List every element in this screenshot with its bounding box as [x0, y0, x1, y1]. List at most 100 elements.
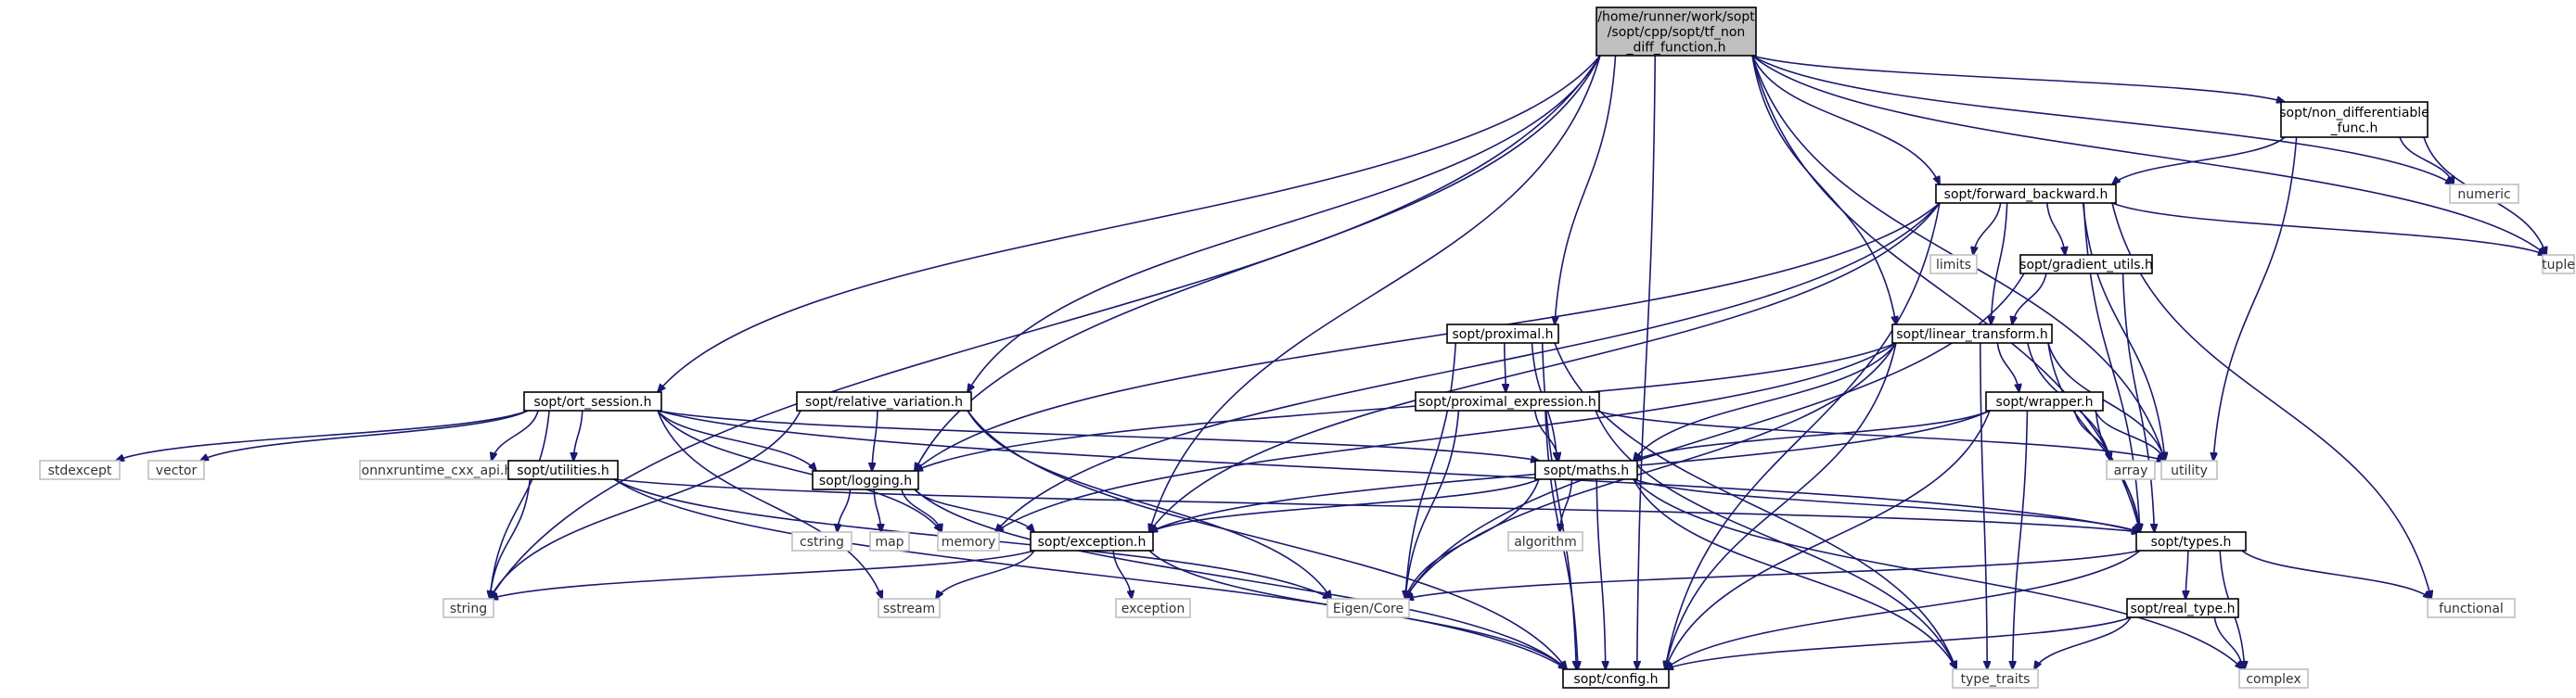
node-box [2238, 668, 2309, 689]
edge-wrapper-to-type_traits [2013, 410, 2029, 669]
edge-logging-to-cstring [837, 489, 852, 532]
edge-relative_variation-to-eigen_core [967, 410, 1331, 599]
edge-ort_session-to-stdexcept [116, 410, 529, 461]
edge-maths-to-config [1596, 478, 1606, 669]
node-non-diff-func[interactable]: sopt/non_differentiable_func.h [2279, 101, 2429, 138]
node-eigen-core: Eigen/Core [1326, 598, 1410, 618]
node-box [2280, 101, 2429, 138]
edge-root-to-string [490, 55, 1601, 599]
edge-root-to-forward_backward [1751, 55, 1940, 184]
node-label: limits [1936, 258, 1971, 273]
edge-real_type-to-config [1665, 616, 2132, 669]
edge-non_diff_func-to-numeric [2399, 136, 2454, 184]
node-ort-session[interactable]: sopt/ort_session.h [523, 391, 662, 412]
node-label: functional [2439, 602, 2504, 616]
edge-root-to-relative_variation [968, 55, 1601, 392]
node-exception[interactable]: sopt/exception.h [1030, 531, 1154, 552]
node-label: vector [156, 463, 198, 478]
node-label: sopt/proximal.h [1452, 327, 1553, 342]
node-label: sopt/wrapper.h [1996, 395, 2094, 410]
node-box [2427, 598, 2516, 618]
node-box [1929, 254, 1978, 274]
node-box [1115, 598, 1191, 618]
node-box [147, 460, 205, 480]
edge-non_diff_func-to-utility [2213, 136, 2298, 461]
node-utility: utility [2160, 460, 2218, 480]
edge-ort_session-to-sstream [657, 410, 882, 599]
node-limits: limits [1929, 254, 1978, 274]
node-box [507, 460, 619, 480]
node-label: sopt/gradient_utils.h [2019, 258, 2153, 273]
edge-wrapper-to-utility [2094, 410, 2165, 461]
node-config[interactable]: sopt/config.h [1562, 668, 1670, 689]
node-real-type[interactable]: sopt/real_type.h [2126, 598, 2239, 618]
node-gradient-utils[interactable]: sopt/gradient_utils.h [2019, 254, 2153, 274]
node-label: memory [942, 535, 996, 550]
edge-root-to-non_diff_func [1751, 55, 2285, 102]
node-maths[interactable]: sopt/maths.h [1534, 460, 1638, 480]
edge-exception-to-string [490, 550, 1035, 599]
edge-linear_transform-to-maths [1634, 342, 1897, 461]
node-box [812, 470, 919, 490]
node-box [2126, 598, 2239, 618]
node-sstream: sstream [878, 598, 941, 618]
node-box [796, 391, 972, 412]
edge-proximal_expression-to-type_traits [1595, 410, 1956, 669]
edge-types-to-config [1665, 550, 2141, 669]
node-box [878, 598, 941, 618]
edge-root-to-tuple [1751, 55, 2546, 255]
edge-linear_transform-to-eigen_core [1405, 342, 1897, 599]
node-root[interactable]: /home/runner/work/sopt/sopt/cpp/sopt/tf_… [1596, 6, 1757, 57]
edge-forward_backward-to-linear_transform [1991, 202, 2008, 324]
node-label: array [2114, 463, 2148, 478]
node-proximal-expression[interactable]: sopt/proximal_expression.h [1415, 391, 1600, 412]
node-box [523, 391, 662, 412]
edge-linear_transform-to-memory [995, 342, 1897, 532]
node-label: sopt/types.h [2151, 535, 2232, 550]
edge-exception-to-sstream [936, 550, 1035, 599]
node-proximal[interactable]: sopt/proximal.h [1446, 324, 1559, 344]
node-exception-std: exception [1115, 598, 1191, 618]
node-box [2135, 531, 2247, 552]
edge-root-to-linear_transform [1751, 55, 1896, 324]
node-box [1507, 531, 1583, 552]
node-label: exception [1121, 602, 1185, 616]
edge-gradient_utils-to-linear_transform [2012, 273, 2047, 324]
node-label: /home/runner/work/sopt [1597, 10, 1755, 25]
edge-root-to-logging [915, 55, 1601, 471]
edge-forward_backward-to-tuple [2111, 202, 2546, 255]
node-label: complex [2246, 672, 2300, 687]
node-linear-transform[interactable]: sopt/linear_transform.h [1891, 324, 2053, 344]
node-types[interactable]: sopt/types.h [2135, 531, 2247, 552]
edge-logging-to-config [914, 489, 1567, 669]
node-relative-variation[interactable]: sopt/relative_variation.h [796, 391, 972, 412]
edge-ort_session-to-logging [657, 410, 816, 471]
node-label: sopt/real_type.h [2130, 602, 2235, 616]
node-label: sopt/maths.h [1544, 463, 1629, 478]
edge-maths-to-exception [1149, 478, 1540, 532]
node-wrapper[interactable]: sopt/wrapper.h [1985, 391, 2104, 412]
edge-forward_backward-to-exception [1149, 202, 1941, 532]
edge-ort_session-to-maths [657, 410, 1539, 461]
node-label: sopt/proximal_expression.h [1418, 395, 1596, 410]
node-utilities[interactable]: sopt/utilities.h [507, 460, 619, 480]
node-label: onnxruntime_cxx_api.h [362, 463, 513, 478]
edge-proximal_expression-to-utility [1595, 410, 2165, 461]
node-label: _diff_function.h [1626, 41, 1726, 56]
edge-logging-to-memory [901, 489, 942, 532]
edge-linear_transform-to-config [1665, 342, 1897, 669]
edge-forward_backward-to-functional [2111, 202, 2431, 599]
edge-maths-to-complex [1633, 478, 2243, 669]
node-forward-backward[interactable]: sopt/forward_backward.h [1935, 184, 2117, 204]
edge-ort_session-to-onnxruntime [492, 410, 539, 461]
edge-relative_variation-to-config [967, 410, 1567, 669]
edge-forward_backward-to-logging [915, 202, 1941, 471]
edge-exception-to-exception_std [1112, 550, 1132, 599]
node-box [869, 531, 910, 552]
node-label: _func.h [2330, 121, 2378, 135]
node-label: /sopt/cpp/sopt/tf_non [1608, 25, 1746, 40]
node-logging[interactable]: sopt/logging.h [812, 470, 919, 490]
edge-non_diff_func-to-forward_backward [2112, 136, 2286, 184]
node-box [2449, 184, 2519, 204]
node-label: Eigen/Core [1333, 602, 1403, 616]
